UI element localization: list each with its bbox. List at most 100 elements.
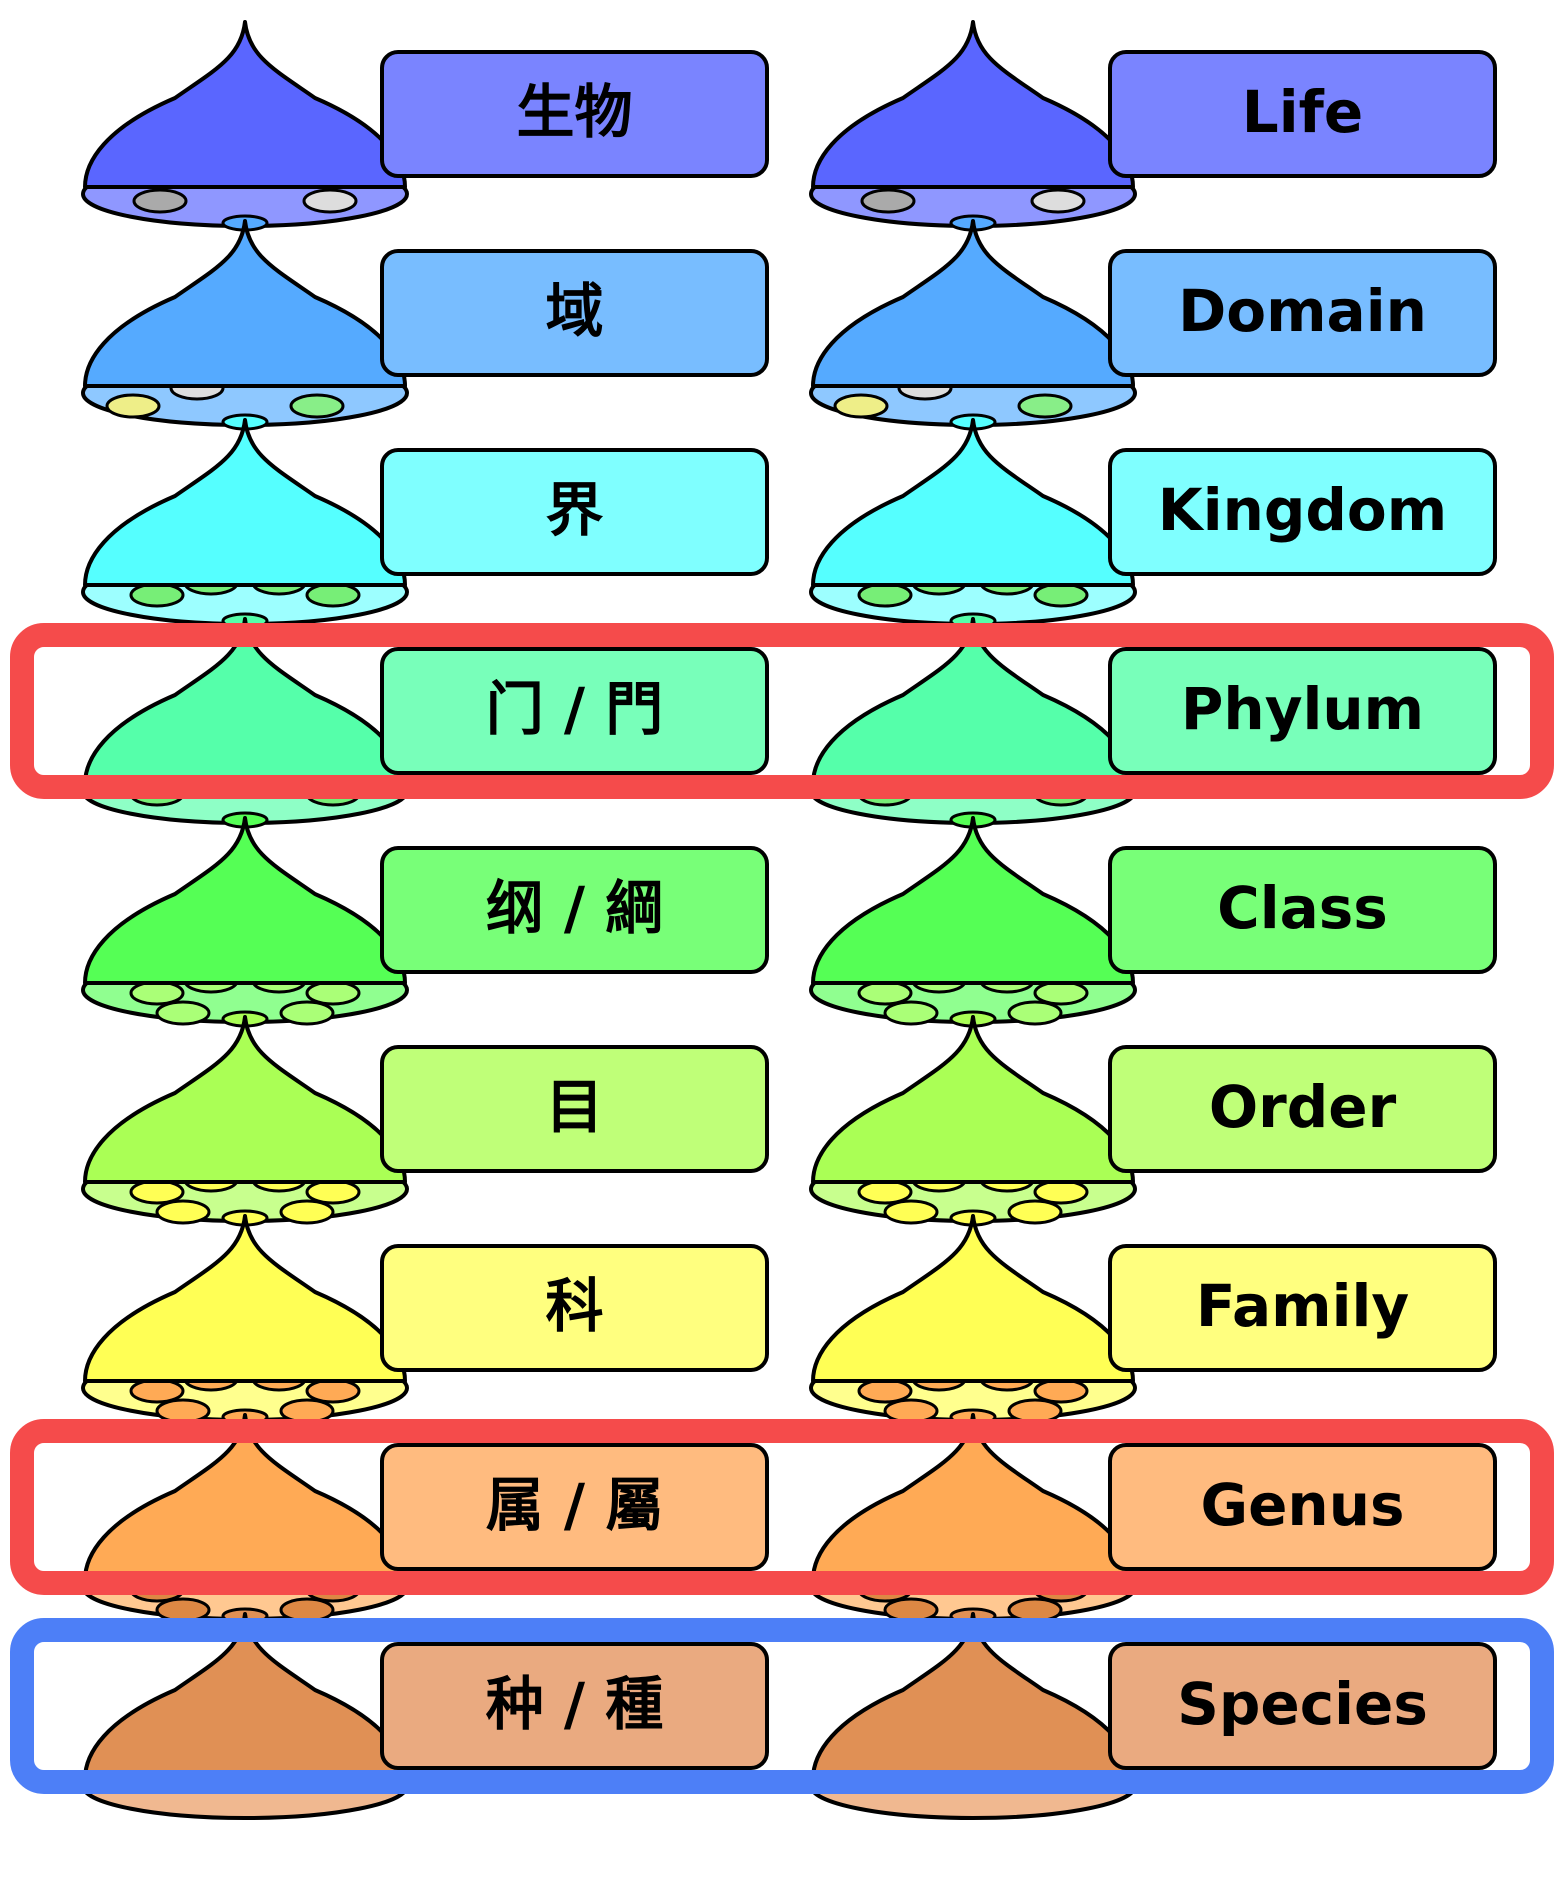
rank-label-box (380, 448, 769, 576)
rank-node-chinese-0 (81, 20, 409, 232)
rank-label-chinese-4: 纲 / 綱 (380, 846, 769, 974)
rank-label-box (380, 846, 769, 974)
lid-dot (883, 1398, 939, 1424)
rank-node-english-4 (809, 816, 1137, 1028)
rank-node-english-1 (809, 219, 1137, 431)
lid-dot (305, 582, 361, 608)
lid-dot (857, 980, 913, 1006)
rank-label-english-7: Genus (1108, 1443, 1497, 1571)
rank-label-chinese-7: 属 / 屬 (380, 1443, 769, 1571)
dome-layer (81, 20, 1137, 1820)
rank-label-text: Domain (1178, 277, 1427, 345)
lid-dot (1007, 1398, 1063, 1424)
highlight-frame-0 (10, 623, 1554, 799)
rank-label-box (1108, 1443, 1497, 1571)
rank-label-box (1108, 249, 1497, 377)
lid-dot (302, 188, 358, 214)
rank-node-chinese-5 (81, 1015, 409, 1227)
dome-shape (83, 1015, 407, 1184)
lid-dot (883, 1597, 939, 1623)
rank-label-english-2: Kingdom (1108, 448, 1497, 576)
rank-label-box (1108, 647, 1497, 775)
rank-label-text: Life (1242, 78, 1363, 146)
lid-dot (279, 1199, 335, 1225)
lid-dot (1030, 188, 1086, 214)
rank-label-box (1108, 50, 1497, 178)
lid-dot (155, 1199, 211, 1225)
lid-dot (857, 582, 913, 608)
highlight-frame-2 (10, 1618, 1554, 1794)
dome-shape (811, 1015, 1135, 1184)
lid-dot (279, 1597, 335, 1623)
rank-label-text: 科 (545, 1272, 603, 1340)
lid-dot (279, 1398, 335, 1424)
rank-label-chinese-2: 界 (380, 448, 769, 576)
dome-shape (811, 1214, 1135, 1383)
rank-label-box (380, 1642, 769, 1770)
lid-dot (129, 1378, 185, 1404)
rank-label-chinese-6: 科 (380, 1244, 769, 1372)
lid-dot (129, 582, 185, 608)
rank-label-english-3: Phylum (1108, 647, 1497, 775)
dome-shape (811, 418, 1135, 587)
dome-shape (83, 418, 407, 587)
rank-label-english-0: Life (1108, 50, 1497, 178)
rank-label-english-8: Species (1108, 1642, 1497, 1770)
rank-label-text: Order (1209, 1073, 1397, 1141)
rank-label-box (1108, 1045, 1497, 1173)
rank-label-box (380, 50, 769, 178)
lid-dot (883, 1199, 939, 1225)
rank-node-english-0 (809, 20, 1137, 232)
lid-dot (1007, 1199, 1063, 1225)
rank-label-text: 属 / 屬 (486, 1471, 664, 1539)
rank-label-english-1: Domain (1108, 249, 1497, 377)
dome-shape (83, 1214, 407, 1383)
lid-dot (1033, 980, 1089, 1006)
rank-label-text: 纲 / 綱 (486, 874, 664, 942)
dome-shape (811, 20, 1135, 189)
lid-dot (279, 1000, 335, 1026)
rank-label-box (1108, 846, 1497, 974)
rank-label-text: 种 / 種 (486, 1670, 664, 1738)
rank-label-box (380, 1045, 769, 1173)
rank-label-text: 生物 (516, 78, 632, 146)
rank-node-chinese-4 (81, 816, 409, 1028)
rank-label-chinese-8: 种 / 種 (380, 1642, 769, 1770)
rank-label-box (1108, 448, 1497, 576)
lid-dot (305, 1378, 361, 1404)
rank-label-text: 界 (545, 476, 603, 544)
lid-dot (289, 393, 345, 419)
rank-node-english-2 (809, 418, 1137, 630)
lid-dot (883, 1000, 939, 1026)
lid-dot (857, 1179, 913, 1205)
lid-dot (132, 188, 188, 214)
rank-label-text: 门 / 門 (486, 675, 664, 743)
rank-label-chinese-5: 目 (380, 1045, 769, 1173)
rank-label-english-6: Family (1108, 1244, 1497, 1372)
lid-dot (1033, 1179, 1089, 1205)
lid-dot (1017, 393, 1073, 419)
highlight-frame-1 (10, 1419, 1554, 1595)
lid-dot (129, 1179, 185, 1205)
rank-label-box (380, 647, 769, 775)
rank-label-chinese-0: 生物 (380, 50, 769, 178)
rank-label-box (1108, 1642, 1497, 1770)
rank-label-english-5: Order (1108, 1045, 1497, 1173)
rank-label-text: Class (1217, 874, 1388, 942)
rank-label-box (1108, 1244, 1497, 1372)
lid-dot (857, 1378, 913, 1404)
dome-shape (83, 219, 407, 388)
lid-dot (155, 1000, 211, 1026)
lid-dot (860, 188, 916, 214)
rank-node-chinese-1 (81, 219, 409, 431)
highlight-layer (10, 623, 1554, 1794)
rank-label-text: 域 (545, 277, 603, 345)
lid-dot (1007, 1000, 1063, 1026)
lid-dot (1033, 582, 1089, 608)
rank-label-text: Family (1196, 1272, 1409, 1340)
rank-node-chinese-6 (81, 1214, 409, 1426)
lid-dot (129, 980, 185, 1006)
